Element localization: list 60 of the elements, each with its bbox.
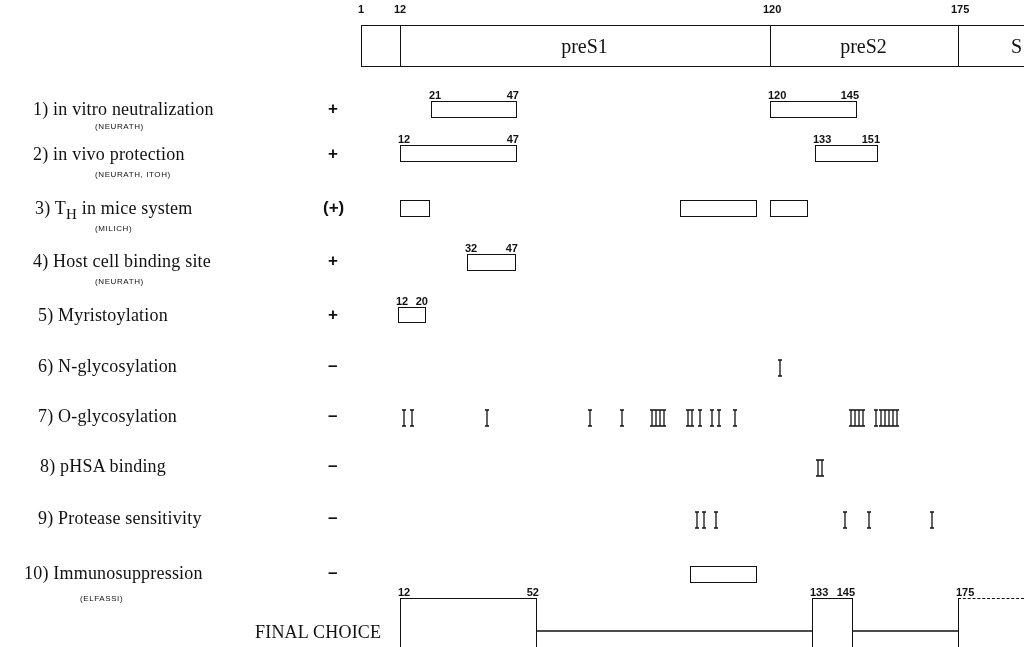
position-number: 120 [763, 3, 782, 15]
protein-region-box [400, 25, 770, 67]
row-label: 8) pHSA binding [40, 456, 166, 477]
position-number: 32 [465, 242, 478, 254]
sign-label: + [328, 144, 338, 164]
protein-region-box [770, 25, 958, 67]
row-label: 5) Myristoylation [38, 305, 168, 326]
row-label: 7) O-glycosylation [38, 406, 178, 427]
citation-label: (NEURATH, ITOH) [95, 170, 171, 179]
protein-region-box [958, 25, 1024, 67]
sign-label: (+) [323, 198, 345, 218]
position-number: 175 [956, 586, 975, 598]
region-label: preS1 [561, 34, 609, 58]
position-number: 120 [768, 89, 787, 101]
citation-label: (ELFASSI) [80, 594, 124, 603]
sign-label: – [328, 563, 338, 583]
position-number: 12 [398, 133, 411, 145]
position-number: 12 [394, 3, 407, 15]
position-number: 47 [506, 133, 519, 145]
region-label: preS2 [840, 34, 888, 58]
position-number: 175 [951, 3, 970, 15]
row-label: 9) Protease sensitivity [38, 508, 202, 529]
sign-label: + [328, 99, 338, 119]
position-number: 1 [358, 3, 365, 15]
row-label: 4) Host cell binding site [33, 251, 211, 272]
row-label: FINAL CHOICE [255, 622, 382, 643]
sign-label: – [328, 406, 338, 426]
position-number: 47 [506, 89, 519, 101]
segment-box [690, 566, 757, 583]
sign-label: + [328, 251, 338, 271]
row-label: 6) N-glycosylation [38, 356, 178, 377]
position-number: 52 [526, 586, 539, 598]
position-number: 145 [836, 586, 855, 598]
segment-box [680, 200, 757, 217]
position-number: 145 [840, 89, 859, 101]
segment-box [770, 200, 808, 217]
row-label: 2) in vivo protection [33, 144, 185, 165]
region-label: S [1010, 34, 1023, 58]
sign-label: – [328, 508, 338, 528]
row-label: 1) in vitro neutralization [33, 99, 214, 120]
position-number: 151 [861, 133, 880, 145]
connector-line [852, 630, 959, 632]
segment-box [400, 200, 430, 217]
position-number: 21 [429, 89, 442, 101]
row-label: 3) T$_{H}$ in mice system [35, 198, 193, 223]
position-number: 12 [396, 295, 409, 307]
position-number: 12 [398, 586, 411, 598]
citation-label: (MILICH) [95, 224, 133, 233]
position-number: 133 [813, 133, 832, 145]
sign-label: – [328, 456, 338, 476]
sign-label: – [328, 356, 338, 376]
citation-label: (NEURATH) [95, 277, 144, 286]
row-label: 10) Immunosuppression [24, 563, 203, 584]
position-number: 20 [415, 295, 428, 307]
connector-line [536, 630, 813, 632]
position-number: 133 [810, 586, 829, 598]
sign-label: + [328, 305, 338, 325]
protein-region-box [361, 25, 400, 67]
citation-label: (NEURATH) [95, 122, 144, 131]
position-number: 47 [505, 242, 518, 254]
